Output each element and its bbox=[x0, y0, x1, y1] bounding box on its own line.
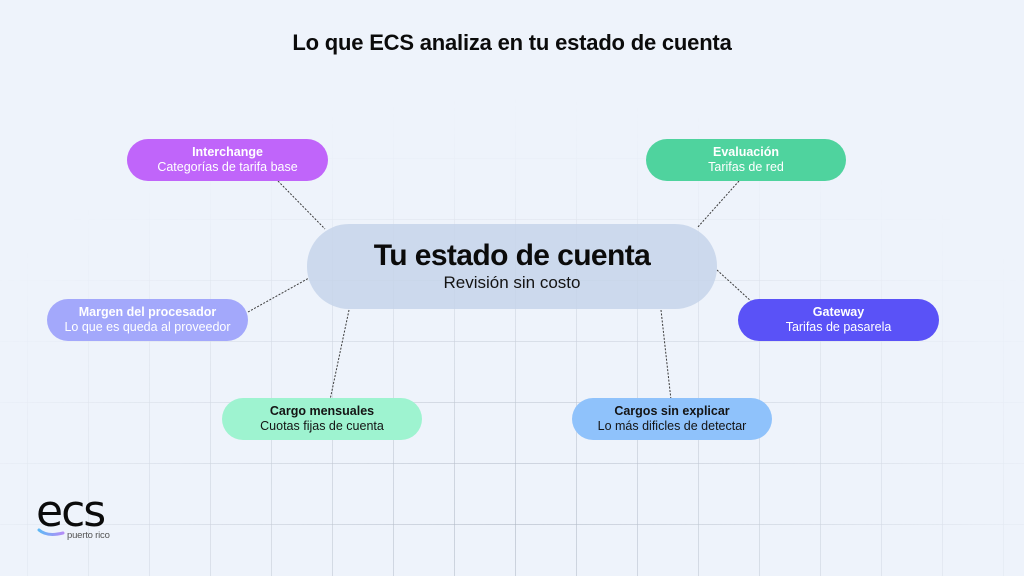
node-gateway: Gateway Tarifas de pasarela bbox=[738, 299, 939, 341]
logo-tagline: puerto rico bbox=[67, 530, 110, 541]
node-subtitle: Categorías de tarifa base bbox=[157, 160, 298, 174]
connector-margen bbox=[247, 277, 310, 313]
node-subtitle: Lo más dificles de detectar bbox=[597, 419, 747, 433]
connector-cargos-sin-explicar bbox=[660, 309, 672, 401]
node-title: Cargos sin explicar bbox=[614, 404, 730, 418]
center-node-subtitle: Revisión sin costo bbox=[443, 272, 581, 292]
node-subtitle: Tarifas de pasarela bbox=[785, 320, 892, 334]
connector-gateway bbox=[716, 269, 753, 303]
connector-interchange bbox=[277, 180, 326, 230]
node-title: Cargo mensuales bbox=[269, 404, 375, 418]
center-node-estado-de-cuenta: Tu estado de cuenta Revisión sin costo bbox=[307, 224, 717, 309]
logo-wordmark: ecs bbox=[36, 486, 106, 537]
node-title: Margen del procesador bbox=[78, 305, 217, 319]
node-margen-del-procesador: Margen del procesador Lo que es queda al… bbox=[47, 299, 248, 341]
node-interchange: Interchange Categorías de tarifa base bbox=[127, 139, 328, 181]
center-node-title: Tu estado de cuenta bbox=[373, 238, 651, 272]
page-title: Lo que ECS analiza en tu estado de cuent… bbox=[292, 30, 732, 55]
node-cargos-sin-explicar: Cargos sin explicar Lo más dificles de d… bbox=[572, 398, 772, 440]
logo-swoosh-icon bbox=[37, 528, 65, 536]
node-title: Gateway bbox=[812, 305, 865, 319]
ecs-logo: ecs puerto rico bbox=[36, 486, 136, 552]
node-evaluacion: Evaluación Tarifas de red bbox=[646, 139, 846, 181]
node-subtitle: Cuotas fijas de cuenta bbox=[260, 419, 384, 433]
node-cargo-mensuales: Cargo mensuales Cuotas fijas de cuenta bbox=[222, 398, 422, 440]
connector-cargo-mensuales bbox=[329, 309, 350, 401]
connector-evaluacion bbox=[696, 180, 740, 229]
node-subtitle: Lo que es queda al proveedor bbox=[64, 320, 231, 334]
node-title: Evaluación bbox=[713, 145, 779, 159]
node-subtitle: Tarifas de red bbox=[708, 160, 784, 174]
node-title: Interchange bbox=[192, 145, 263, 159]
